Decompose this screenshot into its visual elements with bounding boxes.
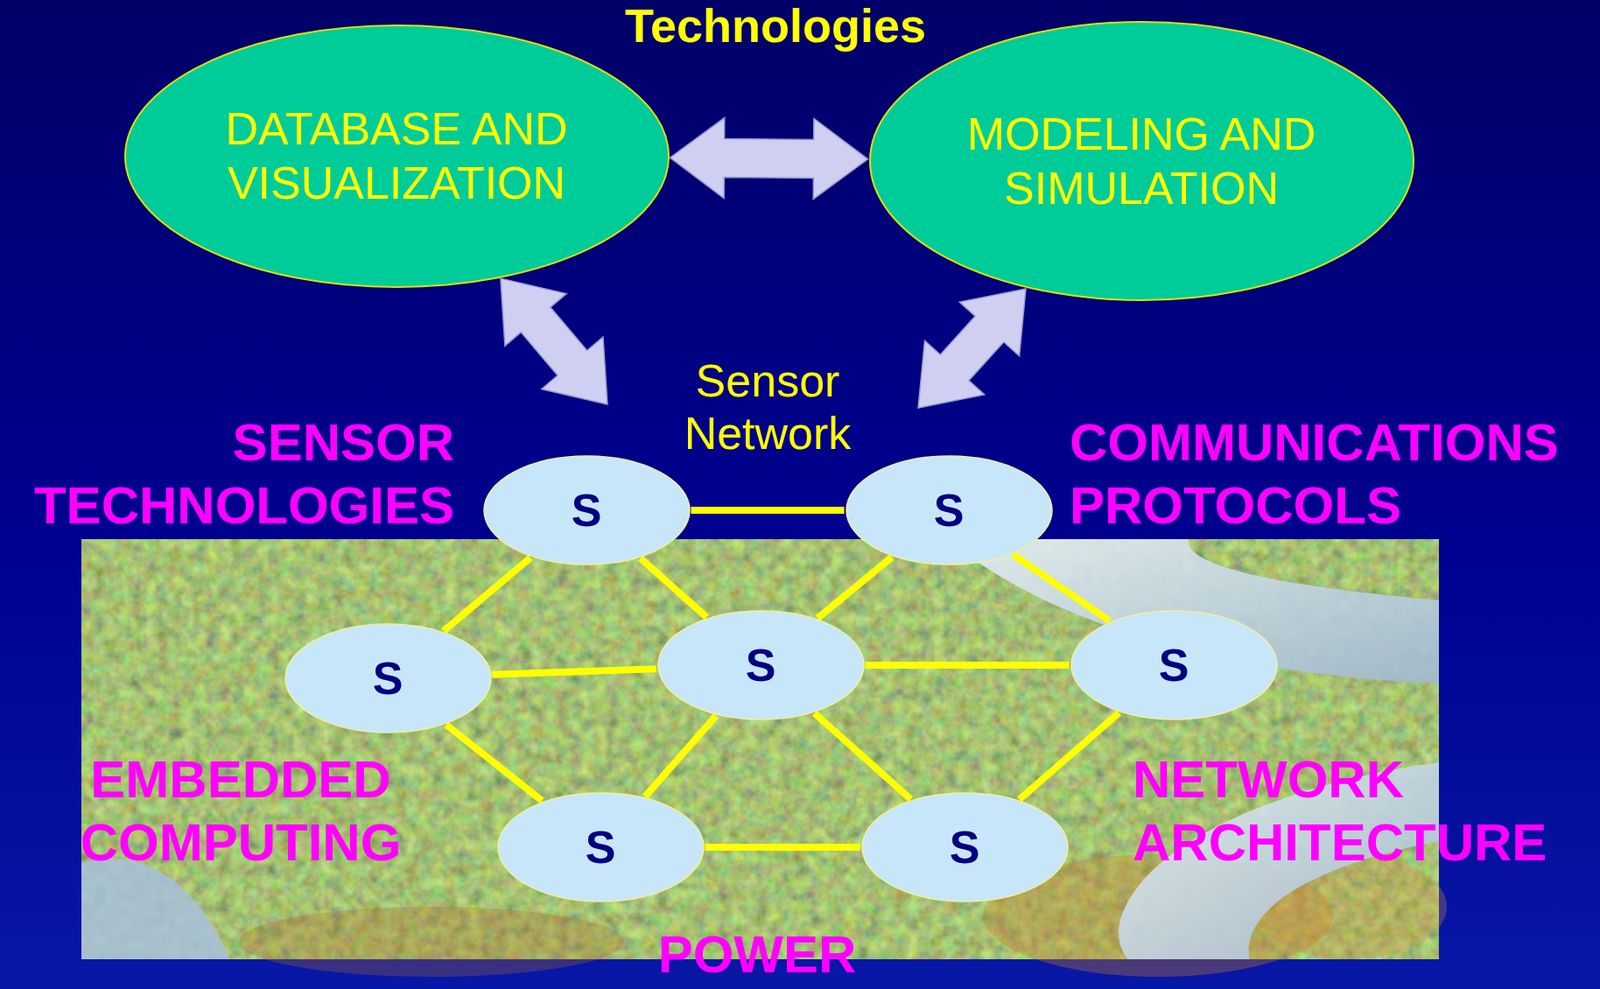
forest-ground [81, 539, 1439, 960]
process-ellipse: DATABASE AND VISUALIZATION [123, 23, 671, 289]
link-stroke [446, 724, 542, 801]
double-arrow [500, 278, 608, 405]
link-stroke [691, 506, 845, 514]
sensor-ellipse [285, 624, 492, 733]
lake [81, 858, 231, 960]
topic-label: COMMUNICATIONS PROTOCOLS [1069, 411, 1559, 538]
link-line [1012, 554, 1109, 622]
autumn-trees [238, 906, 625, 977]
link-stroke [443, 557, 531, 632]
double-arrow [918, 288, 1026, 408]
ellipse-label: DATABASE AND VISUALIZATION [199, 101, 594, 211]
diagram-title: Technologies [624, 0, 927, 51]
link-line [705, 847, 861, 849]
link-line [446, 724, 542, 801]
sensor-node: S [656, 609, 866, 722]
link-stroke [645, 715, 716, 797]
sensor-node: S [1069, 609, 1279, 722]
link-line [443, 557, 531, 632]
sensor-node: S [496, 791, 706, 904]
sensor-label: S [585, 821, 617, 874]
link-stroke [1019, 713, 1120, 800]
link-line [817, 557, 892, 619]
topic-label: EMBEDDED COMPUTING [80, 748, 402, 875]
link-line [814, 713, 911, 800]
arrow-shape [670, 118, 869, 200]
sensor-label: S [949, 821, 981, 874]
sensor-ellipse [498, 792, 704, 902]
link-stroke [814, 713, 911, 800]
sensor-label: S [571, 484, 603, 537]
topic-label: NETWORK ARCHITECTURE [1132, 748, 1547, 875]
link-stroke [1012, 554, 1109, 622]
topic-label: POWER [658, 927, 857, 983]
ellipse-label: MODELING AND SIMULATION [944, 106, 1339, 216]
sensor-label: S [1158, 638, 1190, 692]
link-stroke [705, 843, 861, 851]
sensor-label: S [745, 638, 777, 692]
process-ellipse: MODELING AND SIMULATION [868, 20, 1416, 302]
arrow-shape [918, 288, 1026, 408]
sensor-ellipse [658, 610, 864, 720]
sensor-node: S [860, 791, 1070, 904]
ellipse-outline [868, 20, 1416, 302]
link-line [865, 665, 1070, 667]
link-line [691, 510, 845, 512]
sensor-node: S [283, 622, 493, 735]
ellipse-outline [123, 23, 671, 289]
sensor-label: S [372, 652, 404, 705]
double-arrow [670, 118, 869, 200]
link-stroke [491, 668, 657, 675]
topic-label: SENSOR TECHNOLOGIES [34, 411, 455, 538]
link-line [645, 715, 716, 797]
sensor-node: S [482, 454, 692, 567]
sensor-ellipse [484, 456, 690, 565]
sensor-ellipse [846, 456, 1053, 565]
sensor-ellipse [862, 792, 1068, 902]
link-line [1019, 713, 1120, 800]
link-stroke [817, 557, 892, 619]
link-stroke [640, 558, 708, 618]
arrow-shape [500, 278, 608, 405]
ellipse-shape [870, 21, 1414, 301]
link-line [491, 668, 657, 675]
sensor-ellipse [1071, 610, 1278, 720]
link-line [640, 558, 708, 618]
sensor-node: S [844, 454, 1054, 567]
link-stroke [865, 661, 1070, 669]
ellipse-shape [125, 25, 669, 288]
sensor-label: S [933, 484, 965, 537]
forest-texture [81, 539, 1439, 960]
network-heading: Sensor Network [684, 354, 852, 460]
